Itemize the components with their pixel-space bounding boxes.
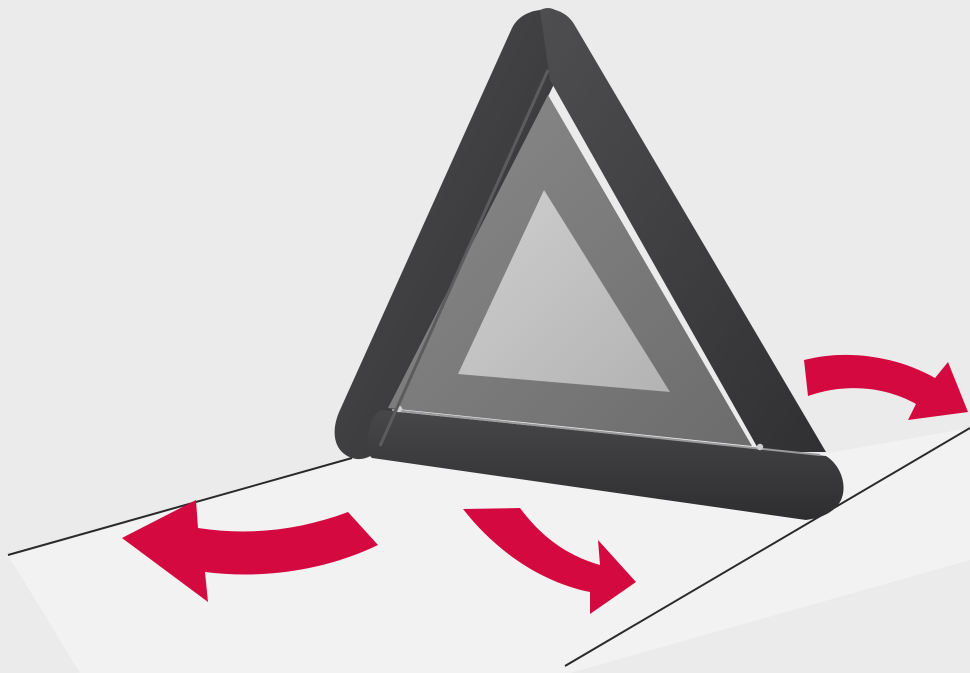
arrow-back-right-icon bbox=[804, 355, 968, 420]
hinge-rivet-right bbox=[757, 444, 763, 450]
